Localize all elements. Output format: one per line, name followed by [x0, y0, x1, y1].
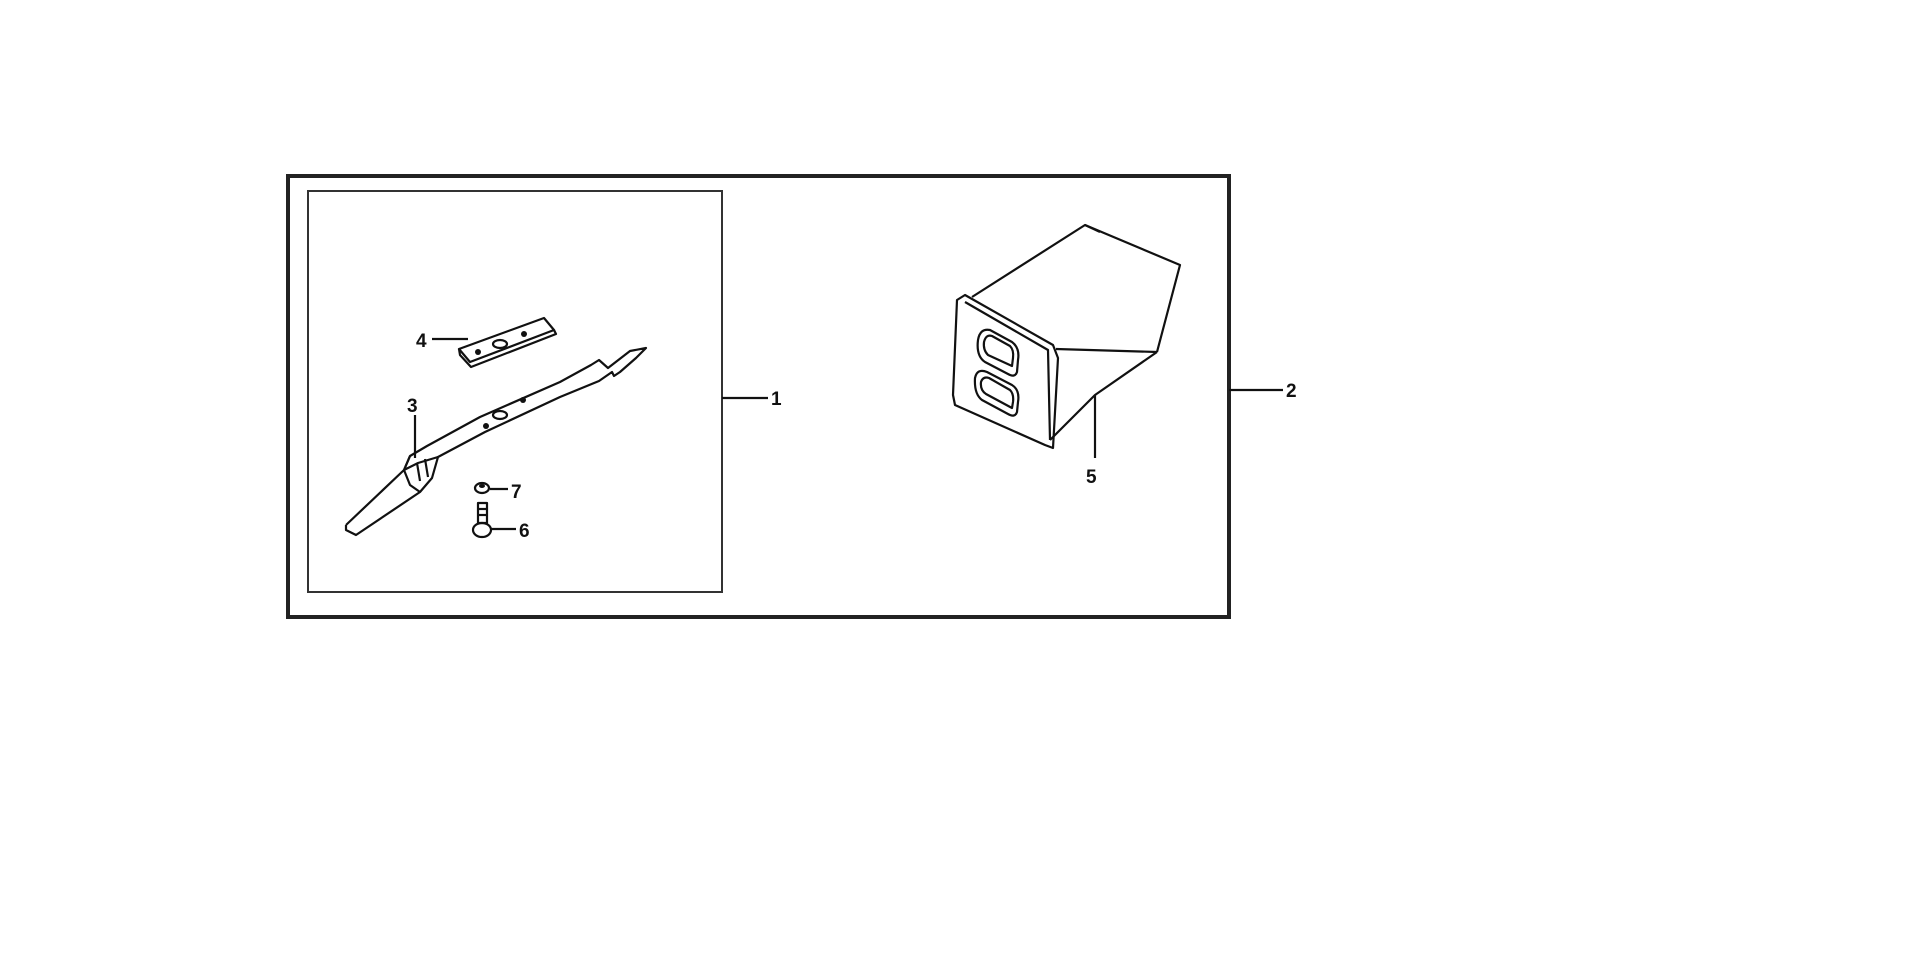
callout-5: 5 [1086, 467, 1097, 488]
bolt-part-6 [471, 501, 493, 539]
callout-6: 6 [519, 521, 530, 542]
callout-7: 7 [511, 482, 522, 503]
blade-kit-frame [307, 190, 723, 593]
washer-part-7 [473, 481, 491, 495]
callout-3: 3 [407, 396, 418, 417]
callout-2: 2 [1286, 381, 1297, 402]
callout-4: 4 [416, 331, 427, 352]
grass-box-part-5 [951, 223, 1182, 450]
blade-part-3 [344, 346, 648, 537]
kit-frame-outer [286, 174, 1231, 619]
callout-1: 1 [771, 389, 782, 410]
adapter-plate-part-4 [457, 316, 558, 369]
